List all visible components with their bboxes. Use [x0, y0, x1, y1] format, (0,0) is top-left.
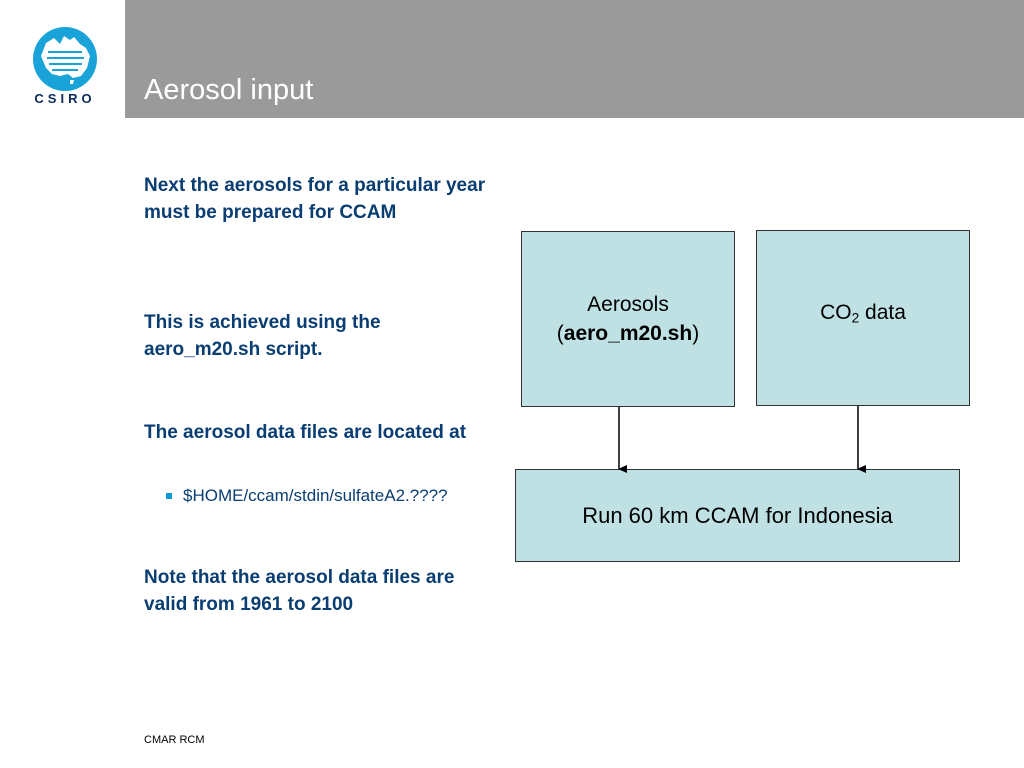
header-bar	[125, 0, 1024, 118]
bullet-marker	[166, 493, 172, 499]
script-paragraph: This is achieved using the aero_m20.sh s…	[144, 312, 381, 360]
aerosols-box: Aerosols (aero_m20.sh)	[521, 231, 735, 407]
aerosols-close-paren: )	[692, 322, 700, 345]
footer-label: CMAR RCM	[144, 734, 205, 746]
aerosols-open-paren: (	[556, 322, 564, 345]
file-path-bullet: $HOME/ccam/stdin/sulfateA2.????	[183, 486, 448, 505]
intro-paragraph: Next the aerosols for a particular year …	[144, 175, 486, 223]
validity-paragraph: Note that the aerosol data files are val…	[144, 567, 455, 615]
run-ccam-box: Run 60 km CCAM for Indonesia	[515, 469, 960, 562]
co2-label-main: CO	[820, 300, 852, 324]
slide-title: Aerosol input	[144, 74, 314, 106]
co2-data-box: CO2 data	[756, 230, 970, 406]
location-paragraph: The aerosol data files are located at	[144, 422, 467, 443]
aerosols-script-name: aero_m20.sh	[563, 322, 693, 345]
csiro-logo-icon	[33, 27, 97, 91]
aerosols-label: Aerosols	[587, 293, 669, 316]
logo-wordmark: CSIRO	[34, 91, 96, 106]
co2-label-rest: data	[859, 300, 906, 324]
co2-label-subscript: 2	[851, 310, 860, 326]
run-ccam-label: Run 60 km CCAM for Indonesia	[582, 503, 893, 528]
